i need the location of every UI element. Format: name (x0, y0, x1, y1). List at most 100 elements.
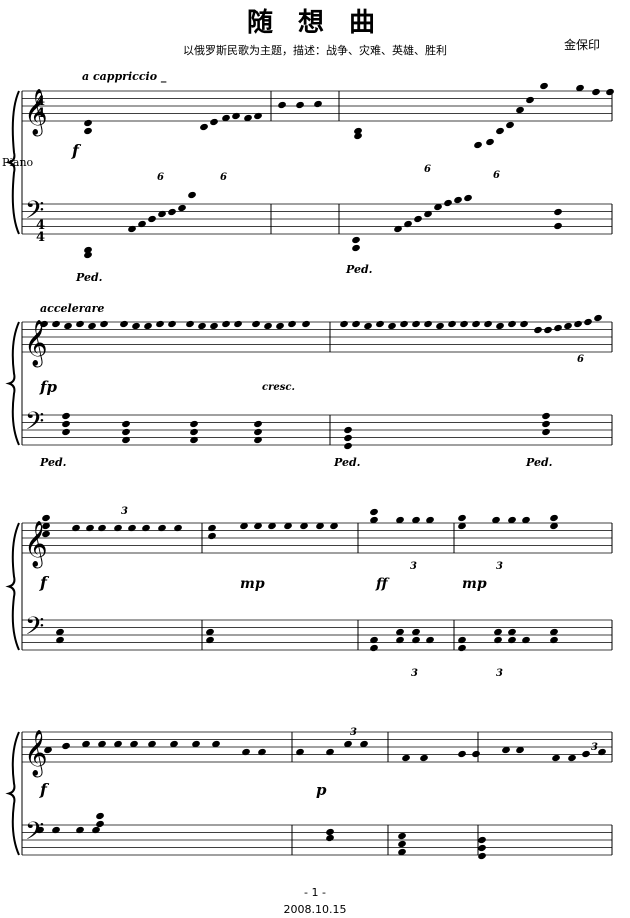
notehead (396, 636, 404, 644)
notehead (36, 826, 44, 834)
notehead (158, 524, 166, 532)
notehead (192, 740, 200, 748)
notehead (258, 748, 266, 756)
notehead (340, 320, 348, 328)
notehead (542, 420, 550, 428)
notehead (210, 322, 218, 330)
pedal-mark-3: Ped. (39, 456, 67, 469)
notehead (254, 112, 262, 120)
notehead (458, 750, 466, 758)
composer-name: 金保印 (563, 38, 600, 52)
instrument-label: Piano (2, 156, 34, 169)
notehead (138, 220, 146, 228)
notehead (232, 112, 240, 120)
notehead (396, 516, 404, 524)
notehead (598, 748, 606, 756)
notehead (370, 516, 378, 524)
notehead (436, 322, 444, 330)
notehead (96, 812, 104, 820)
page-number: - 1 - (304, 886, 326, 899)
notehead (76, 320, 84, 328)
tuplet-6-d: 6 (493, 170, 500, 181)
notehead (370, 508, 378, 516)
notehead (434, 203, 442, 211)
notehead (244, 114, 252, 122)
notehead (542, 412, 550, 420)
notehead (552, 754, 560, 762)
tuplet-3-d: 3 (411, 668, 418, 679)
notehead (132, 322, 140, 330)
notes (36, 82, 614, 860)
notehead (508, 628, 516, 636)
notehead (426, 636, 434, 644)
notehead (326, 828, 334, 836)
notehead (234, 320, 242, 328)
notehead (370, 644, 378, 652)
notehead (84, 119, 92, 127)
notehead (326, 748, 334, 756)
notehead (208, 524, 216, 532)
tuplet-3-c: 3 (496, 561, 503, 572)
notehead (412, 628, 420, 636)
notehead (522, 516, 530, 524)
notehead (206, 636, 214, 644)
tuplet-6-c: 6 (424, 164, 431, 175)
notehead (84, 251, 92, 259)
notehead (168, 320, 176, 328)
notehead (52, 320, 60, 328)
notehead (240, 522, 248, 530)
treble-clef: 𝄞 (24, 320, 48, 368)
notehead (376, 320, 384, 328)
notehead (198, 322, 206, 330)
notehead (398, 832, 406, 840)
notehead (344, 740, 352, 748)
treble-clef: 𝄞 (24, 89, 48, 137)
treble-clef: 𝄞 (24, 730, 48, 778)
notehead (288, 320, 296, 328)
notehead (352, 244, 360, 252)
notehead (454, 196, 462, 204)
notehead (98, 740, 106, 748)
notehead (120, 320, 128, 328)
notehead (42, 530, 50, 538)
notehead (254, 428, 262, 436)
notehead (540, 82, 548, 90)
notehead (52, 826, 60, 834)
notehead (396, 628, 404, 636)
notehead (388, 322, 396, 330)
notehead (412, 320, 420, 328)
notehead (130, 740, 138, 748)
notehead (398, 840, 406, 848)
notehead (278, 101, 286, 109)
notehead (84, 127, 92, 135)
notehead (122, 420, 130, 428)
notehead (276, 322, 284, 330)
brace (5, 90, 20, 235)
dynamic-mp-2: mp (462, 576, 487, 592)
notehead (122, 436, 130, 444)
notehead (62, 742, 70, 750)
notehead (508, 516, 516, 524)
notehead (426, 516, 434, 524)
pedal-mark-2: Ped. (345, 263, 373, 276)
notehead (606, 88, 614, 96)
notehead (492, 516, 500, 524)
notehead (400, 320, 408, 328)
piece-subtitle: 以俄罗斯民歌为主题，描述：战争、灾难、英雄、胜利 (183, 44, 447, 57)
clefs: 𝄞𝄢𝄞𝄢𝄞𝄢𝄞𝄢 (24, 89, 48, 852)
notehead (56, 636, 64, 644)
tempo-marking-accelerare: accelerare (40, 302, 104, 315)
notehead (412, 636, 420, 644)
notehead (502, 746, 510, 754)
notehead (200, 123, 208, 131)
notehead (254, 436, 262, 444)
notehead (576, 84, 584, 92)
notehead (458, 644, 466, 652)
notehead (542, 428, 550, 436)
notehead (574, 320, 582, 328)
notehead (344, 434, 352, 442)
notehead (554, 324, 562, 332)
notehead (254, 420, 262, 428)
notehead (412, 516, 420, 524)
